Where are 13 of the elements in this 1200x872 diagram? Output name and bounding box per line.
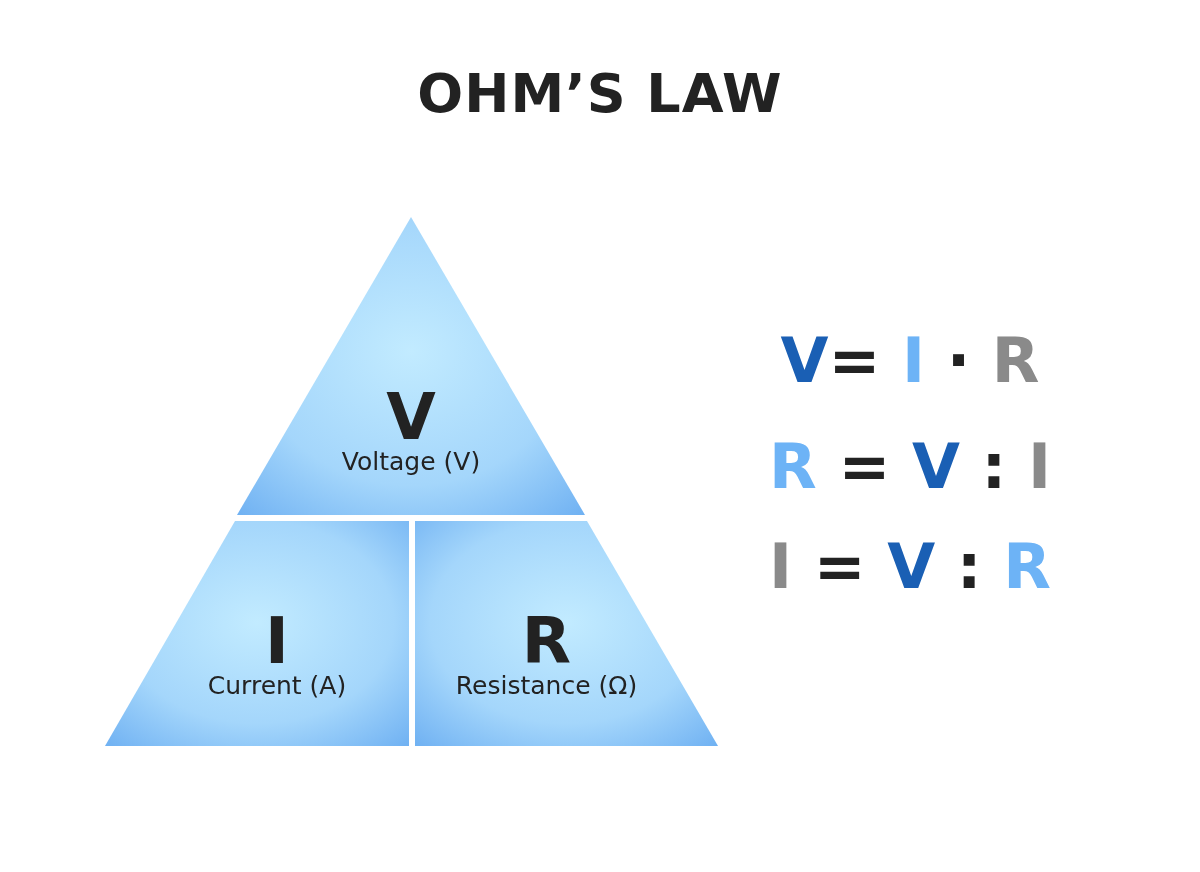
title: OHM’S LAW bbox=[416, 62, 784, 125]
formula: R = V : I bbox=[768, 436, 1052, 498]
quantity-symbol: V bbox=[386, 385, 437, 449]
triangle-segment bbox=[415, 521, 718, 746]
quantity-name: Current (A) bbox=[206, 673, 348, 698]
quantity-symbol: R bbox=[521, 609, 572, 673]
formula: V= I · R bbox=[779, 330, 1041, 392]
formula: I = V : R bbox=[768, 536, 1052, 598]
triangle-segment bbox=[237, 217, 585, 515]
quantity-symbol: I bbox=[265, 609, 289, 673]
quantity-name: Resistance (Ω) bbox=[454, 673, 639, 698]
triangle-segment bbox=[105, 521, 409, 746]
quantity-name: Voltage (V) bbox=[340, 449, 482, 474]
